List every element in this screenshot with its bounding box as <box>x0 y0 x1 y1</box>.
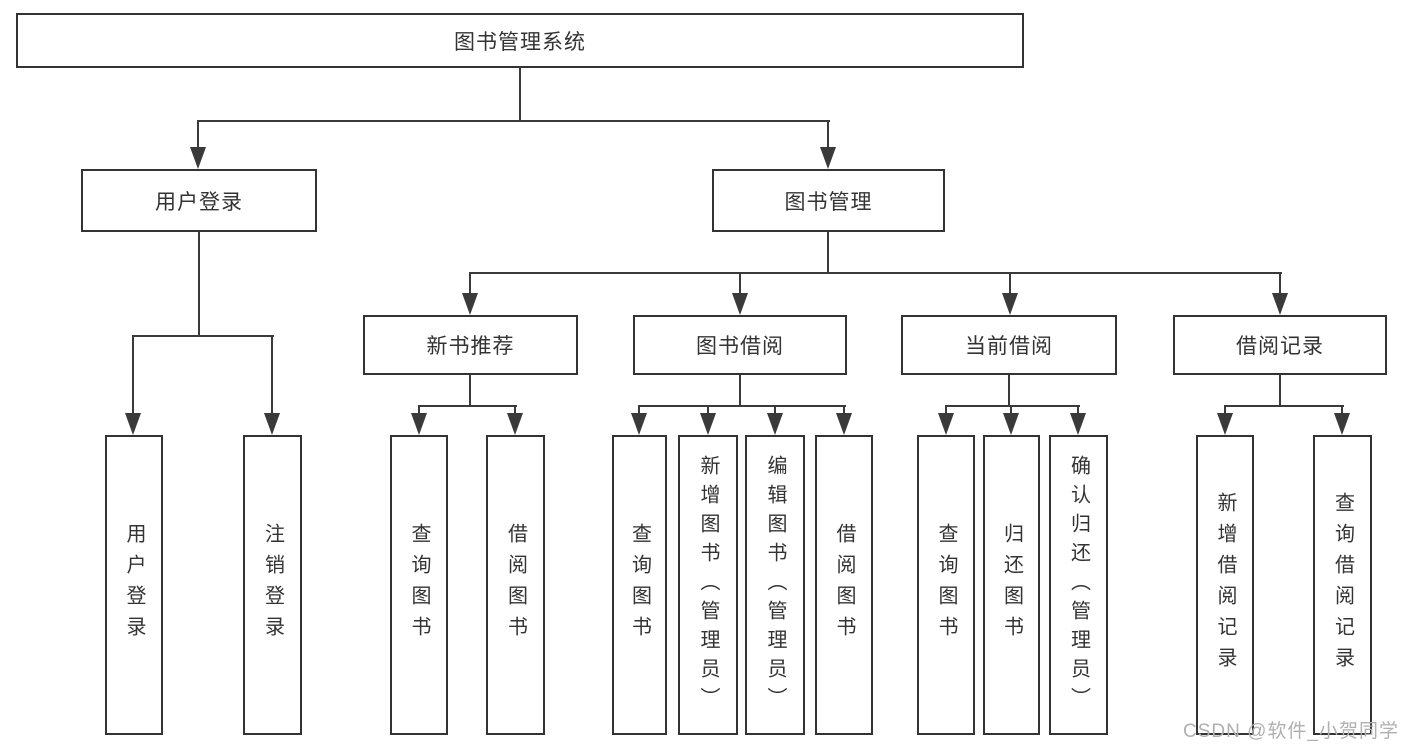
connector-line <box>827 120 829 149</box>
arrow-down-icon <box>836 413 852 435</box>
leaf-query-borrow-record: 查询借阅记录 <box>1313 435 1372 735</box>
connector-line <box>739 375 741 407</box>
arrow-down-icon <box>732 293 748 315</box>
connector-line <box>827 232 829 274</box>
leaf-edit-book-admin: 编辑图书（管理员） <box>745 435 805 735</box>
leaf-query-book-1-label: 查询图书 <box>408 523 430 647</box>
node-library-system-label: 图书管理系统 <box>454 30 586 54</box>
node-book-management-label: 图书管理 <box>784 190 873 214</box>
connector-line <box>945 405 947 415</box>
leaf-query-book-3: 查询图书 <box>917 435 975 735</box>
arrow-down-icon <box>1002 293 1018 315</box>
leaf-add-borrow-record: 新增借阅记录 <box>1196 435 1254 735</box>
leaf-add-book-admin-label: 新增图书（管理员） <box>697 454 719 716</box>
connector-line <box>774 405 776 415</box>
connector-line <box>197 120 199 149</box>
arrow-down-icon <box>1070 413 1086 435</box>
connector-line <box>945 405 1080 407</box>
connector-line <box>469 375 471 407</box>
leaf-logout: 注销登录 <box>243 435 302 735</box>
leaf-confirm-return-admin-label: 确认归还（管理员） <box>1067 454 1090 716</box>
connector-line <box>1224 405 1226 415</box>
arrow-down-icon <box>767 413 783 435</box>
connector-line <box>519 68 521 122</box>
connector-line <box>198 232 200 337</box>
node-book-borrowing: 图书借阅 <box>633 315 847 375</box>
leaf-add-borrow-record-label: 新增借阅记录 <box>1214 492 1236 678</box>
connector-line <box>638 405 640 415</box>
leaf-return-book-label: 归还图书 <box>1000 523 1023 647</box>
node-new-book-recommend-label: 新书推荐 <box>426 335 515 358</box>
arrow-down-icon <box>631 413 647 435</box>
arrow-down-icon <box>1272 293 1288 315</box>
leaf-borrow-book-2-label: 借阅图书 <box>833 523 855 647</box>
connector-line <box>1009 272 1011 295</box>
node-user-login: 用户登录 <box>81 169 317 232</box>
connector-line <box>132 335 134 415</box>
connector-line <box>1077 405 1079 415</box>
leaf-borrow-book-2: 借阅图书 <box>815 435 873 735</box>
connector-line <box>1224 405 1344 407</box>
arrow-down-icon <box>190 147 206 169</box>
leaf-borrow-book-1: 借阅图书 <box>486 435 545 735</box>
leaf-borrow-book-1-label: 借阅图书 <box>504 523 527 647</box>
connector-line <box>469 272 1282 274</box>
leaf-query-book-2-label: 查询图书 <box>628 523 651 647</box>
node-book-management: 图书管理 <box>712 169 945 232</box>
connector-line <box>1279 375 1281 407</box>
leaf-query-book-2: 查询图书 <box>612 435 667 735</box>
node-borrow-records: 借阅记录 <box>1173 315 1387 375</box>
node-library-system: 图书管理系统 <box>16 13 1024 68</box>
connector-line <box>418 405 420 415</box>
connector-line <box>1279 272 1281 295</box>
arrow-down-icon <box>1334 413 1350 435</box>
connector-line <box>739 272 741 295</box>
node-user-login-label: 用户登录 <box>155 190 243 214</box>
arrow-down-icon <box>700 413 716 435</box>
connector-line <box>418 405 517 407</box>
arrow-down-icon <box>264 413 280 435</box>
arrow-down-icon <box>507 413 523 435</box>
leaf-confirm-return-admin: 确认归还（管理员） <box>1049 435 1108 735</box>
leaf-user-login-label: 用户登录 <box>123 523 145 647</box>
leaf-query-book-1: 查询图书 <box>390 435 448 735</box>
arrow-down-icon <box>1217 413 1233 435</box>
connector-line <box>132 335 274 337</box>
node-current-borrowing: 当前借阅 <box>901 315 1117 375</box>
leaf-query-borrow-record-label: 查询借阅记录 <box>1331 492 1354 678</box>
connector-line <box>843 405 845 415</box>
connector-line <box>1341 405 1343 415</box>
node-book-borrowing-label: 图书借阅 <box>696 335 784 358</box>
connector-line <box>707 405 709 415</box>
connector-line <box>514 405 516 415</box>
connector-line <box>638 405 846 407</box>
connector-line <box>1008 375 1010 407</box>
leaf-add-book-admin: 新增图书（管理员） <box>678 435 738 735</box>
arrow-down-icon <box>125 413 141 435</box>
connector-line <box>1010 405 1012 415</box>
connector-line <box>271 335 273 415</box>
connector-line <box>197 120 830 122</box>
arrow-down-icon <box>938 413 954 435</box>
node-borrow-records-label: 借阅记录 <box>1236 335 1324 358</box>
leaf-logout-label: 注销登录 <box>261 523 284 647</box>
watermark: CSDN @软件_小贺同学 <box>1183 721 1399 742</box>
connector-line <box>469 272 471 295</box>
arrow-down-icon <box>462 293 478 315</box>
arrow-down-icon <box>411 413 427 435</box>
leaf-user-login: 用户登录 <box>105 435 163 735</box>
leaf-return-book: 归还图书 <box>983 435 1040 735</box>
leaf-query-book-3-label: 查询图书 <box>935 523 957 647</box>
arrow-down-icon <box>1003 413 1019 435</box>
arrow-down-icon <box>820 147 836 169</box>
node-new-book-recommend: 新书推荐 <box>363 315 578 375</box>
node-current-borrowing-label: 当前借阅 <box>965 335 1053 358</box>
leaf-edit-book-admin-label: 编辑图书（管理员） <box>764 454 786 716</box>
